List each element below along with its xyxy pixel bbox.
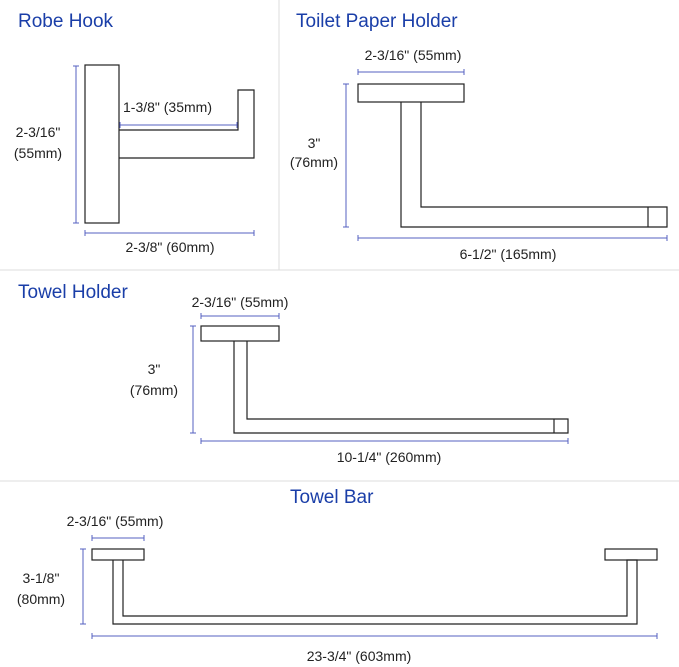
towel-bar-dimension-lines <box>80 535 658 639</box>
towel-holder-arm <box>233 341 569 434</box>
robe-hook-drawing <box>84 64 255 224</box>
towel-bar-left-base-plate <box>91 548 145 561</box>
robe-hook-dimension-lines <box>73 65 255 236</box>
towel-holder-title: Towel Holder <box>18 282 128 303</box>
robe-hook-arm <box>119 89 255 159</box>
robe-hook-depth: 1-3/8" (35mm) <box>123 99 212 115</box>
robe-hook-height-in: 2-3/16" <box>15 124 61 140</box>
robe-hook-base-plate <box>84 64 120 224</box>
tp-holder-dimension-lines <box>343 69 668 241</box>
tp-holder-length: 6-1/2" (165mm) <box>459 246 557 262</box>
tp-holder-arm <box>400 102 668 228</box>
tp-holder-base: 2-3/16" (55mm) <box>364 47 462 63</box>
tp-holder-title: Toilet Paper Holder <box>296 11 458 32</box>
robe-hook-width: 2-3/8" (60mm) <box>125 239 215 255</box>
towel-bar-base: 2-3/16" (55mm) <box>66 513 164 529</box>
tp-holder-height-mm: (76mm) <box>289 154 339 170</box>
towel-holder-drawing <box>200 325 569 434</box>
tp-holder-base-plate <box>357 83 465 103</box>
toilet-paper-holder-drawing <box>357 83 668 228</box>
towel-holder-base: 2-3/16" (55mm) <box>191 294 289 310</box>
towel-holder-height-mm: (76mm) <box>129 382 179 398</box>
towel-bar-height-mm: (80mm) <box>16 591 66 607</box>
towel-bar-right-base-plate <box>604 548 658 561</box>
towel-holder-base-plate <box>200 325 280 342</box>
towel-bar-rail <box>112 559 638 625</box>
towel-bar-drawing <box>91 548 658 625</box>
robe-hook-title: Robe Hook <box>18 11 114 32</box>
towel-holder-height-in: 3" <box>147 361 161 377</box>
robe-hook-height-mm: (55mm) <box>13 145 63 161</box>
towel-holder-length: 10-1/4" (260mm) <box>336 449 442 465</box>
towel-bar-length: 23-3/4" (603mm) <box>306 648 412 664</box>
towel-holder-dimension-lines <box>190 313 569 444</box>
tp-holder-height-in: 3" <box>307 135 321 151</box>
towel-bar-title: Towel Bar <box>290 487 374 508</box>
towel-bar-height-in: 3-1/8" <box>22 570 60 586</box>
